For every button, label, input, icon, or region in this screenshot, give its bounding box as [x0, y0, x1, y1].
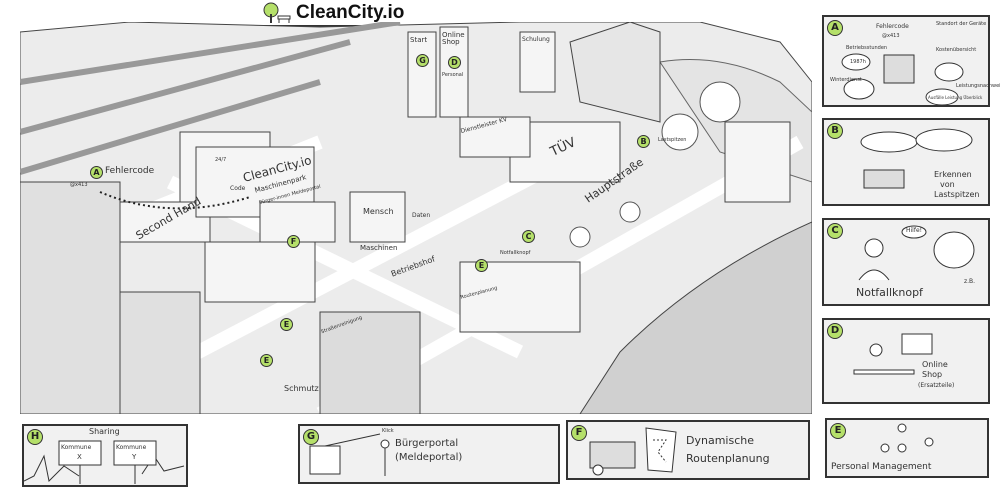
label-code: Code [230, 185, 246, 192]
panel-f-routenplanung: F Dynamische Routenplanung [566, 420, 810, 480]
tree-bench-icon [263, 2, 291, 23]
c-hilfe: Hilfe! [906, 227, 923, 234]
label-fehlercode: Fehlercode [105, 166, 155, 176]
d-title-3: (Ersatzteile) [918, 382, 955, 389]
label-mensch: Mensch [363, 207, 394, 216]
skyline-signs-icon [24, 440, 185, 484]
marker-f[interactable]: F [287, 235, 300, 248]
a-kostenuebersicht: Kostenübersicht [936, 47, 977, 53]
panel-h-badge: H [27, 429, 43, 445]
snow-truck-icon [860, 128, 973, 189]
sweeper-route-icon [589, 427, 677, 476]
e-title: Personal Management [831, 462, 932, 472]
a-winterdienst: Winterdienst [830, 77, 862, 83]
panel-c-notfallknopf: C Hilfe! z.B. Notfallknopf [822, 218, 990, 306]
panel-d-badge: D [827, 323, 843, 339]
c-example: z.B. [964, 278, 976, 285]
label-maschinen: Maschinen [360, 244, 398, 252]
panel-d-online-shop: D Online Shop (Ersatzteile) [822, 318, 990, 404]
g-title-1: Bürgerportal [395, 438, 459, 449]
marker-c[interactable]: C [522, 230, 535, 243]
c-title: Notfallknopf [856, 286, 923, 299]
logo: CleanCity.io [262, 2, 405, 27]
machine-cloud-icon [841, 53, 964, 105]
a-betriebsstunden: Betriebsstunden [846, 45, 888, 51]
h-title: Sharing [89, 427, 120, 436]
marker-g[interactable]: G [416, 54, 429, 67]
a-standort: Standort der Geräte [936, 21, 987, 27]
h-y: Y [132, 453, 137, 461]
label-errorcode: @x413 [70, 182, 88, 188]
panel-e-badge: E [830, 423, 846, 439]
h-sign-x: Kommune [61, 444, 92, 451]
h-x: X [77, 453, 82, 461]
marker-e-strasse[interactable]: E [280, 318, 293, 331]
g-title-2: (Meldeportal) [395, 452, 463, 463]
panel-e-personal: E Personal Management [825, 418, 989, 478]
panel-h-sharing: H Sharing Kommune X Kommune Y [22, 424, 188, 487]
label-schmutz: Schmutz [284, 384, 319, 393]
panel-g-badge: G [303, 429, 319, 445]
city-illustration [17, 19, 813, 421]
marker-b[interactable]: B [637, 135, 650, 148]
label-daten: Daten [412, 212, 431, 219]
label-lastspitzen: Lastspitzen [658, 137, 687, 143]
a-leistungsnachweise: Leistungsnachweise [956, 83, 1000, 89]
label-personal: Personal [442, 72, 464, 78]
g-click: Klick [382, 428, 394, 434]
city-map: Fehlercode @x413 A Second Hand CleanCity… [17, 19, 813, 421]
f-title-2: Routenplanung [686, 452, 770, 465]
label-service: 24/7 [215, 157, 227, 163]
label-start: Start [410, 36, 428, 44]
panel-f-badge: F [571, 425, 587, 441]
panel-a-dashboard: A Fehlercode @x413 Standort der Geräte B… [822, 15, 1000, 107]
phone-report-icon [309, 433, 390, 476]
h-sign-y: Kommune [116, 444, 147, 451]
label-notfallknopf: Notfallknopf [500, 250, 531, 256]
a-hours: 1987h [850, 59, 866, 65]
marker-e-routen[interactable]: E [475, 259, 488, 272]
f-title-1: Dynamische [686, 434, 754, 447]
worker-emergency-icon [858, 225, 975, 281]
label-online-shop: Online Shop [442, 31, 465, 46]
b-text-2: von [940, 180, 955, 189]
b-text-3: Lastspitzen [934, 190, 980, 199]
a-fehlercode: Fehlercode [876, 23, 909, 30]
panel-c-badge: C [827, 223, 843, 239]
marker-e-schmutz[interactable]: E [260, 354, 273, 367]
panel-a-badge: A [827, 20, 843, 36]
panel-b-lastspitzen: B Erkennen von Lastspitzen [822, 118, 990, 206]
d-title-2: Shop [922, 370, 943, 379]
panel-b-badge: B [827, 123, 843, 139]
label-schulung: Schulung [522, 36, 550, 43]
marker-d[interactable]: D [448, 56, 461, 69]
org-chart-icon [880, 423, 934, 453]
a-ausfaelle: Ausfälle Leistung Überblick [928, 95, 983, 100]
marker-a[interactable]: A [90, 166, 103, 179]
logo-text: CleanCity.io [296, 2, 405, 23]
b-text-1: Erkennen [934, 170, 972, 179]
panel-g-buergerportal: G Klick Bürgerportal (Meldeportal) [298, 424, 560, 484]
d-title-1: Online [922, 360, 948, 369]
person-laptop-icon [853, 333, 933, 375]
a-errorcode: @x413 [882, 33, 900, 39]
